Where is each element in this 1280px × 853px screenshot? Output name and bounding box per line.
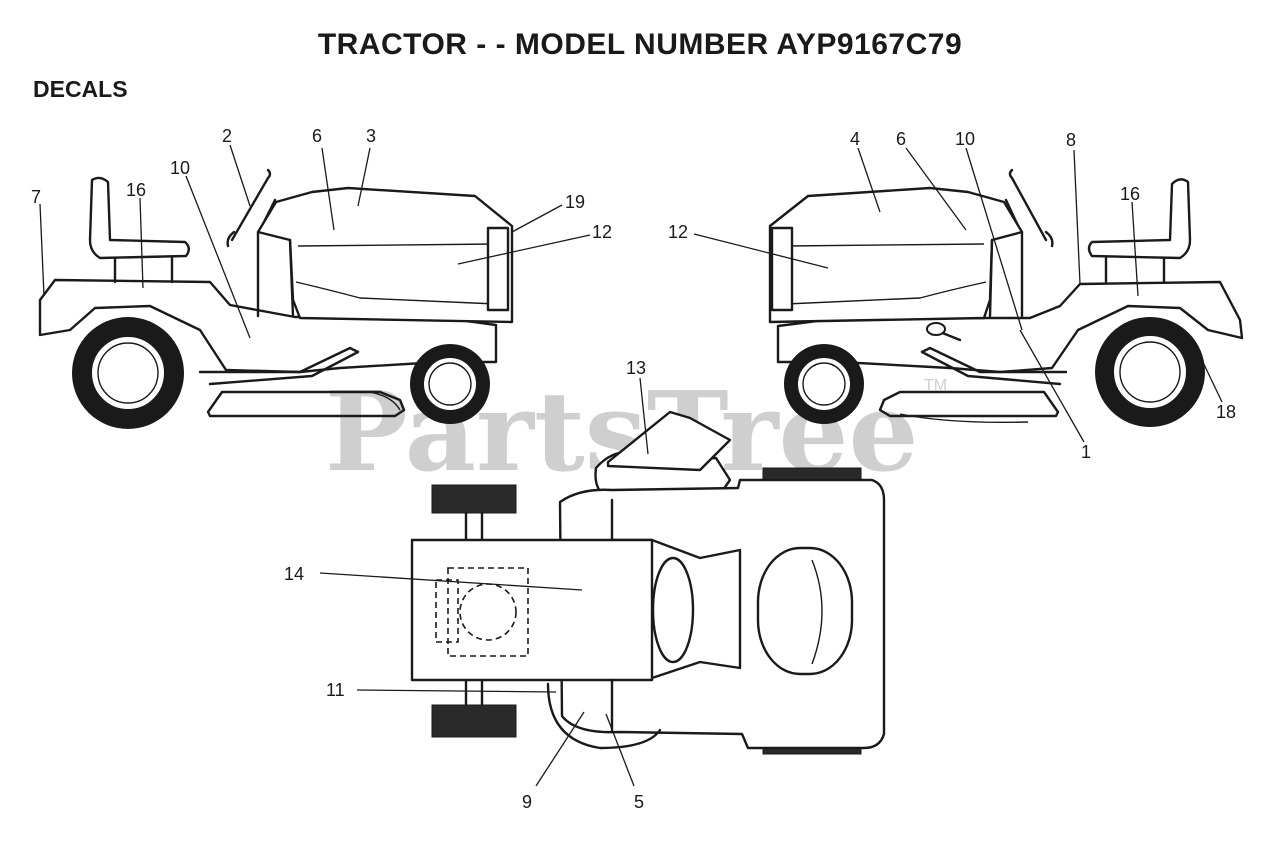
callout-label: 9 bbox=[522, 792, 532, 812]
callout-label: 12 bbox=[592, 222, 612, 242]
callout-label: 10 bbox=[170, 158, 190, 178]
watermark-trademark: TM bbox=[924, 377, 947, 394]
section-heading: DECALS bbox=[33, 76, 128, 102]
callout-label: 12 bbox=[668, 222, 688, 242]
callout-label: 13 bbox=[626, 358, 646, 378]
callout-label: 18 bbox=[1216, 402, 1236, 422]
callout-label: 16 bbox=[1120, 184, 1140, 204]
callout-label: 6 bbox=[312, 126, 322, 146]
callout-label: 3 bbox=[366, 126, 376, 146]
callout-label: 1 bbox=[1081, 442, 1091, 462]
callout-label: 4 bbox=[850, 129, 860, 149]
diagram-title: TRACTOR - - MODEL NUMBER AYP9167C79 bbox=[317, 28, 963, 61]
top-view: 13 14 11 9 5 bbox=[284, 358, 886, 812]
callout-label: 11 bbox=[326, 680, 345, 700]
right-side-view: 12 4 6 10 8 16 18 1 bbox=[668, 129, 1244, 462]
callout-label: 6 bbox=[896, 129, 906, 149]
callout-label: 2 bbox=[222, 126, 232, 146]
callout-label: 10 bbox=[955, 129, 975, 149]
callout-label: 8 bbox=[1066, 130, 1076, 150]
left-side-view: 7 16 10 2 6 3 19 12 bbox=[31, 126, 612, 429]
callout-label: 14 bbox=[284, 564, 304, 584]
callout-label: 16 bbox=[126, 180, 146, 200]
callout-label: 5 bbox=[634, 792, 644, 812]
callout-label: 7 bbox=[31, 187, 41, 207]
callout-label: 19 bbox=[565, 192, 585, 212]
